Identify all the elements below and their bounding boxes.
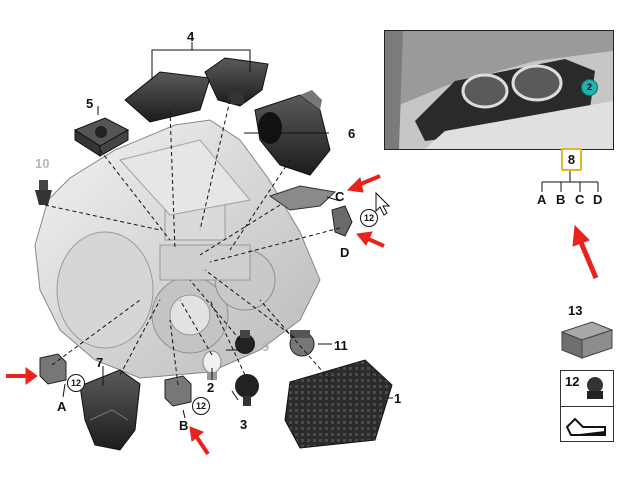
part-12-clip-shape — [587, 377, 603, 399]
part-11-shape — [289, 330, 315, 357]
label-part-13: 13 — [568, 303, 583, 318]
arrow-to-b — [189, 426, 210, 456]
legend-item-12-frame: 12 — [560, 370, 614, 408]
label-part-6: 6 — [348, 126, 356, 141]
variant-a-shape — [39, 353, 67, 385]
variant-tree-lines — [541, 171, 599, 192]
label-part-8: 8 — [561, 148, 582, 171]
label-part-12: 12 — [565, 374, 580, 389]
part-10-shape — [35, 180, 52, 205]
part-4-shape — [124, 57, 269, 123]
label-part-2: 2 — [207, 380, 215, 395]
label-part-10: 10 — [35, 156, 50, 171]
variant-b-shape — [164, 375, 192, 407]
label-part-4: 4 — [187, 29, 195, 44]
label-part-5: 5 — [86, 96, 94, 111]
inset-callout-label: 2 — [586, 82, 592, 92]
label-part-7: 7 — [96, 355, 104, 370]
label-part-3: 3 — [240, 417, 248, 432]
inset-car-photo: 2 — [384, 30, 614, 150]
tree-letter-a: A — [537, 192, 547, 207]
tree-letter-d: D — [593, 192, 603, 207]
part-6-shape — [254, 90, 331, 176]
headlight-housing — [34, 119, 321, 379]
dashed-assembly-lines — [44, 99, 341, 386]
part-3-shape — [235, 374, 259, 406]
arrow-to-c — [346, 174, 381, 193]
label-part-11: 11 — [334, 338, 348, 353]
red-arrows — [6, 174, 599, 456]
cursor-icon — [375, 191, 391, 216]
callout-12-a: 12 — [67, 374, 85, 392]
tool-wedge-shape — [565, 417, 606, 436]
part-9-shape — [235, 330, 255, 354]
car-front-image — [385, 31, 613, 149]
legend-tool-frame — [560, 406, 614, 442]
part-7-shape — [79, 369, 141, 451]
arrow-to-variant-tree — [572, 224, 599, 279]
leader-lines — [62, 42, 393, 419]
label-part-9: 9 — [262, 339, 270, 354]
part-1-shape — [284, 359, 393, 449]
part-5-shape — [73, 117, 130, 157]
arrow-to-a — [6, 367, 38, 385]
label-variant-c: C — [335, 189, 345, 204]
callout-12-b: 12 — [192, 397, 210, 415]
label-variant-a: A — [57, 399, 67, 414]
label-variant-b: B — [179, 418, 189, 433]
tree-letter-b: B — [556, 192, 566, 207]
label-part-1: 1 — [394, 391, 402, 406]
inset-callout-2: 2 — [581, 79, 598, 96]
tree-letter-c: C — [575, 192, 585, 207]
label-variant-d: D — [340, 245, 350, 260]
variant-c-shape — [268, 185, 337, 211]
arrow-to-d — [356, 231, 385, 248]
callout-12-d: 12 — [360, 209, 378, 227]
